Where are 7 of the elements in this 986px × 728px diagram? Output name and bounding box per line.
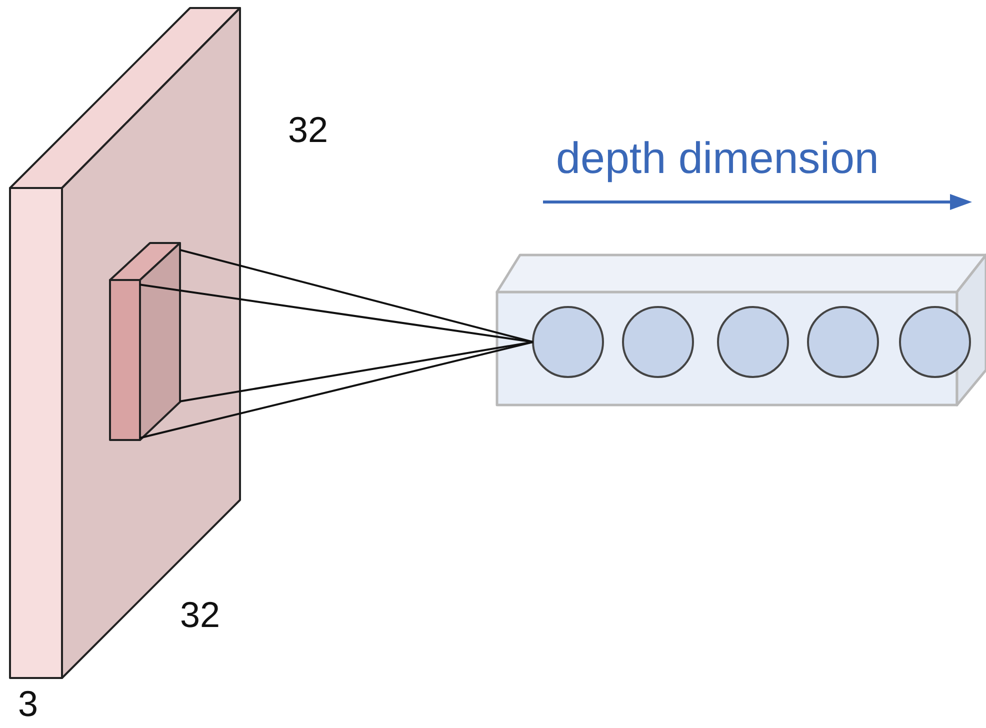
connection-line (140, 284, 534, 343)
connection-line (140, 341, 534, 439)
dimension-label: 32 (288, 112, 328, 148)
connection-line (180, 341, 534, 402)
dimension-label: 3 (18, 686, 38, 722)
axis-label: depth dimension (556, 137, 879, 181)
dimension-label: 32 (180, 597, 220, 633)
